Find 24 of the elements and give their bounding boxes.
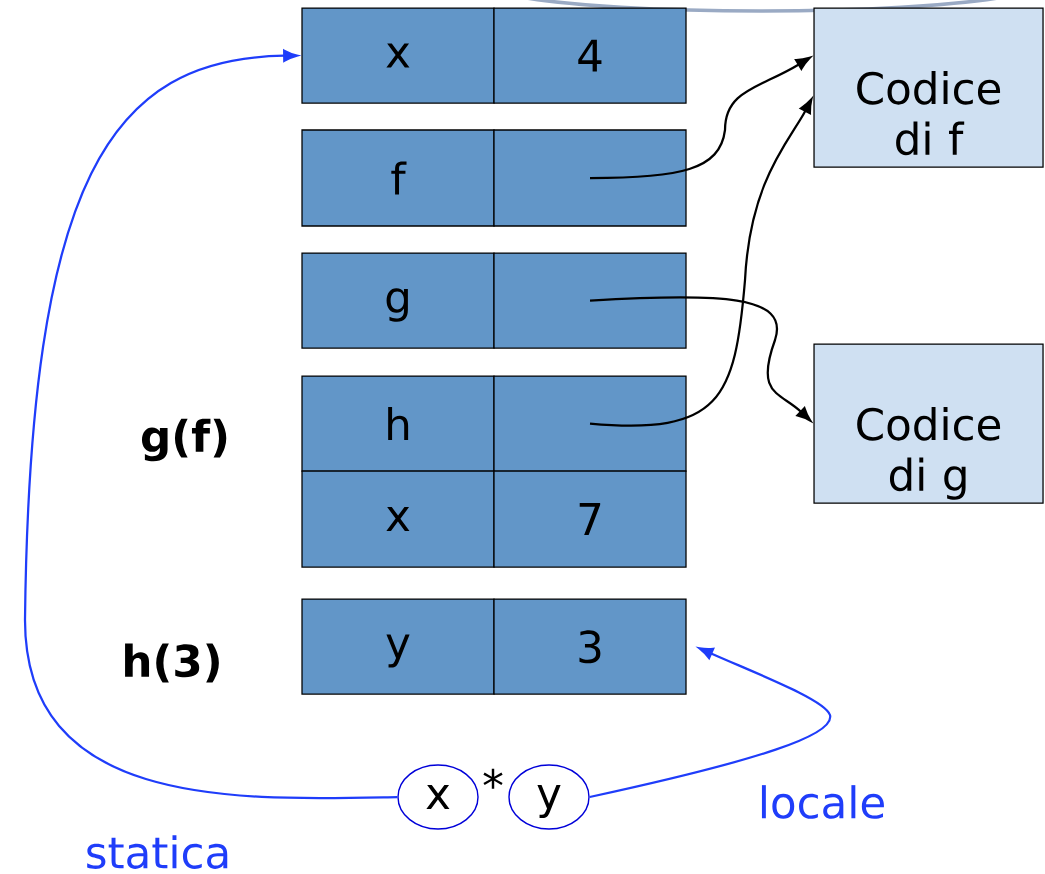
memory-cell: x: [301, 470, 495, 568]
arrow: [589, 647, 832, 799]
arrow: [23, 49, 398, 800]
memory-cell: y: [301, 598, 495, 695]
frame-label: h(3): [125, 643, 219, 683]
edge-label: statica: [83, 833, 233, 871]
memory-cell: 3: [493, 598, 687, 695]
arrow: [589, 296, 812, 422]
memory-cell: [493, 252, 687, 349]
memory-cell: [493, 375, 687, 472]
operator: *: [483, 768, 503, 789]
edge-label: locale: [756, 783, 888, 821]
arrow: [590, 56, 811, 180]
memory-cell: [493, 129, 687, 227]
memory-cell: f: [301, 129, 495, 227]
arrow: [589, 98, 813, 427]
memory-cell: x: [301, 7, 495, 104]
memory-cell: 4: [493, 7, 687, 104]
code-box: Codice di g: [813, 343, 1044, 504]
code-box: Codice di f: [813, 7, 1044, 168]
memory-cell: 7: [493, 470, 687, 568]
memory-cell: g: [301, 252, 495, 349]
frame-label: g(f): [141, 418, 227, 462]
memory-cell: h: [301, 375, 495, 472]
